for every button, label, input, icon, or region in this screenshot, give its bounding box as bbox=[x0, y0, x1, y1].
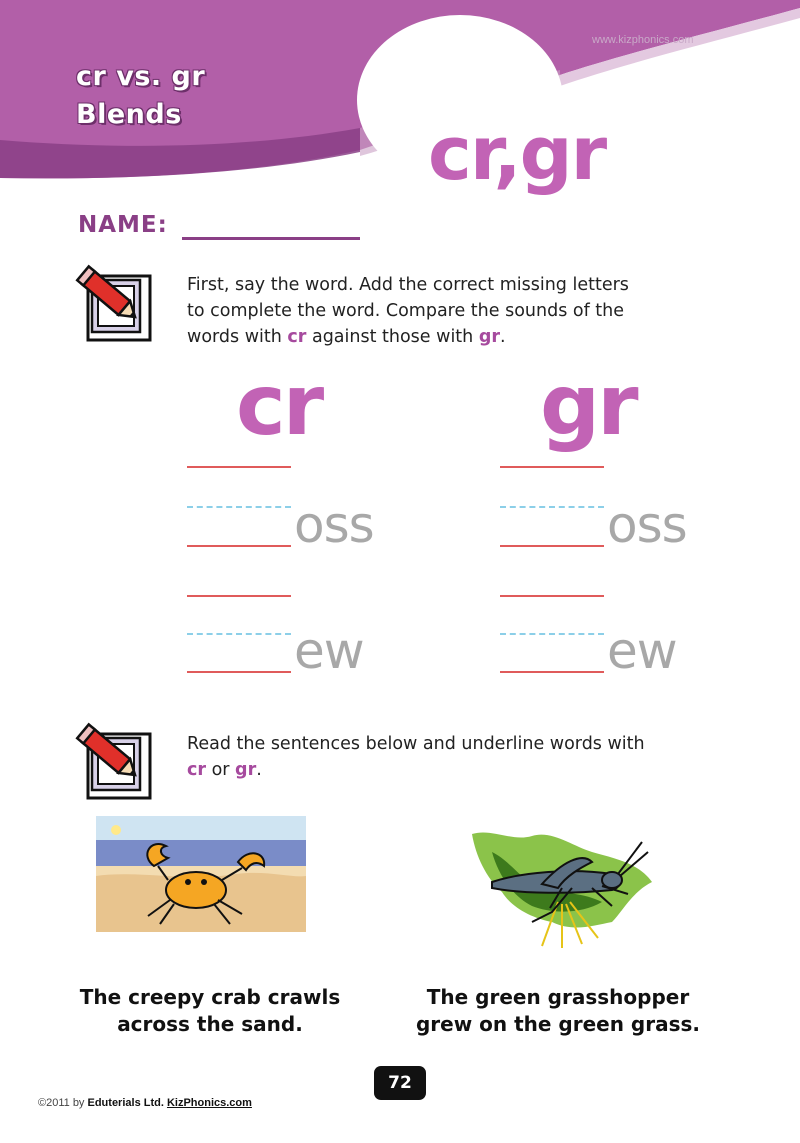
column-heading-cr: cr bbox=[236, 356, 324, 454]
company-name: Eduterials Ltd. bbox=[87, 1097, 164, 1109]
name-label: NAME: bbox=[78, 212, 168, 238]
highlight-cr: cr bbox=[287, 327, 307, 347]
exercise1-instruction: First, say the word. Add the correct mis… bbox=[187, 272, 687, 350]
sentence-line: across the sand. bbox=[117, 1012, 303, 1036]
column-heading-gr: gr bbox=[540, 356, 639, 454]
crab-illustration bbox=[96, 816, 306, 932]
footer-copyright: ©2011 by Eduterials Ltd. KizPhonics.com bbox=[38, 1097, 252, 1109]
pencil-checkbox-icon bbox=[75, 264, 152, 342]
write-line-top bbox=[500, 466, 604, 468]
sentence-line: The creepy crab crawls bbox=[79, 985, 341, 1009]
website-watermark: www.kizphonics.com bbox=[592, 34, 694, 46]
header-banner bbox=[0, 0, 800, 185]
sentence-2[interactable]: The green grasshopper grew on the green … bbox=[398, 984, 718, 1038]
worksheet-title-line1: cr vs. gr bbox=[76, 61, 206, 92]
write-line-top bbox=[187, 466, 291, 468]
highlight-cr: cr bbox=[187, 760, 207, 780]
instruction-line-2: cr or gr. bbox=[187, 757, 687, 783]
instruction-line-1: First, say the word. Add the correct mis… bbox=[187, 275, 629, 295]
instruction-line-2: to complete the word. Compare the sounds… bbox=[187, 301, 625, 321]
highlight-gr: gr bbox=[235, 760, 257, 780]
instruction-text: words with bbox=[187, 327, 288, 347]
sentence-line: grew on the green grass. bbox=[415, 1012, 701, 1036]
word-suffix-oss: oss bbox=[607, 496, 688, 554]
write-line-base[interactable] bbox=[500, 545, 604, 547]
blend-display: cr,gr bbox=[428, 111, 607, 197]
write-line-top bbox=[500, 595, 604, 597]
worksheet-title-line2: Blends bbox=[76, 99, 182, 130]
write-line-mid bbox=[500, 506, 604, 508]
instruction-text: . bbox=[500, 327, 506, 347]
write-line-base[interactable] bbox=[187, 671, 291, 673]
sentence-line: The green grasshopper bbox=[426, 985, 690, 1009]
instruction-text: or bbox=[206, 760, 236, 780]
exercise2-instruction: Read the sentences below and underline w… bbox=[187, 731, 687, 783]
name-write-line[interactable] bbox=[182, 237, 360, 240]
grasshopper-illustration bbox=[472, 832, 652, 948]
write-line-base[interactable] bbox=[187, 545, 291, 547]
write-line-mid bbox=[500, 633, 604, 635]
write-line-mid bbox=[187, 506, 291, 508]
sentence-1[interactable]: The creepy crab crawls across the sand. bbox=[50, 984, 370, 1038]
write-line-base[interactable] bbox=[500, 671, 604, 673]
page-number-badge: 72 bbox=[374, 1066, 426, 1100]
highlight-gr: gr bbox=[478, 327, 500, 347]
copyright-text: ©2011 by bbox=[38, 1097, 88, 1109]
instruction-line-1: Read the sentences below and underline w… bbox=[187, 734, 645, 754]
pencil-checkbox-icon bbox=[75, 722, 152, 800]
word-suffix-ew: ew bbox=[294, 622, 365, 680]
footer-site-link[interactable]: KizPhonics.com bbox=[166, 1097, 252, 1109]
word-suffix-oss: oss bbox=[294, 496, 375, 554]
instruction-text: . bbox=[256, 760, 262, 780]
write-line-top bbox=[187, 595, 291, 597]
instruction-line-3: words with cr against those with gr. bbox=[187, 324, 687, 350]
instruction-text: against those with bbox=[306, 327, 479, 347]
word-suffix-ew: ew bbox=[607, 622, 678, 680]
write-line-mid bbox=[187, 633, 291, 635]
